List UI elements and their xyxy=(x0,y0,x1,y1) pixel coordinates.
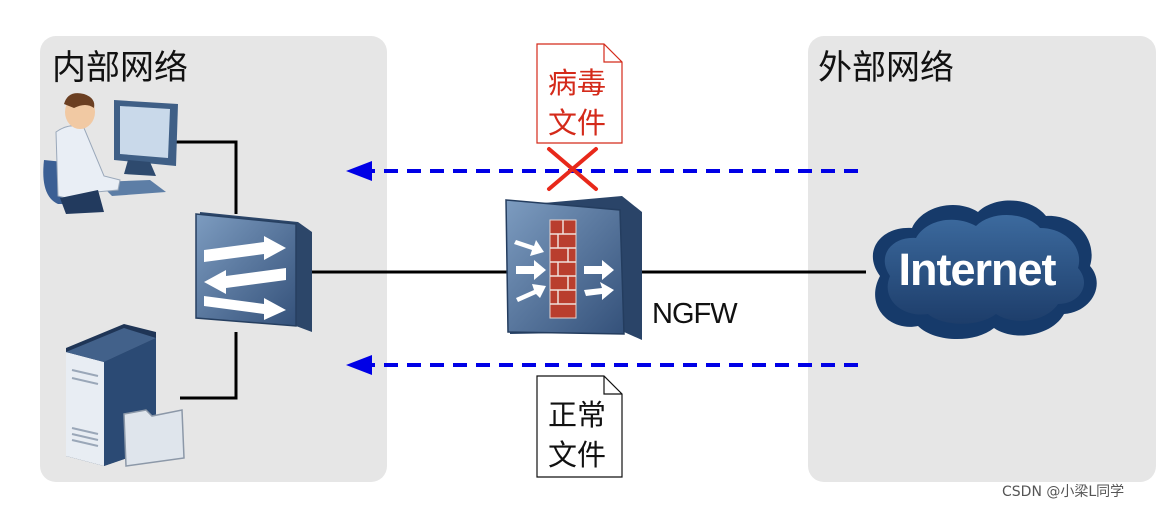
normal-file-label-text: 正常 文件 xyxy=(547,398,606,472)
red-x-icon xyxy=(547,147,598,191)
virus-file-label-text: 病毒 文件 xyxy=(547,66,606,140)
firewall-icon xyxy=(505,196,642,340)
allowed-flow-arrow xyxy=(346,355,858,375)
server-icon xyxy=(66,324,185,467)
external-network-title: 外部网络 xyxy=(818,48,954,88)
blocked-flow-arrow xyxy=(346,161,858,181)
watermark-text: CSDN @小梁L同学 xyxy=(1002,484,1125,500)
virus-file-label: 病毒 文件 xyxy=(537,63,617,143)
switch-icon xyxy=(195,212,312,332)
external-network-zone: 外部网络 xyxy=(808,36,1156,482)
internet-cloud-icon xyxy=(872,200,1097,340)
normal-file-label: 正常 文件 xyxy=(537,395,617,475)
network-links xyxy=(150,140,866,400)
internet-label: Internet xyxy=(898,244,1056,295)
virus-document-icon xyxy=(536,43,623,144)
link-server-switch xyxy=(180,332,238,400)
link-user-switch xyxy=(150,140,238,214)
normal-document-icon xyxy=(536,375,623,478)
user-computer-icon xyxy=(43,93,178,214)
firewall-label: NGFW xyxy=(652,298,738,330)
internal-network-title: 内部网络 xyxy=(52,48,188,88)
